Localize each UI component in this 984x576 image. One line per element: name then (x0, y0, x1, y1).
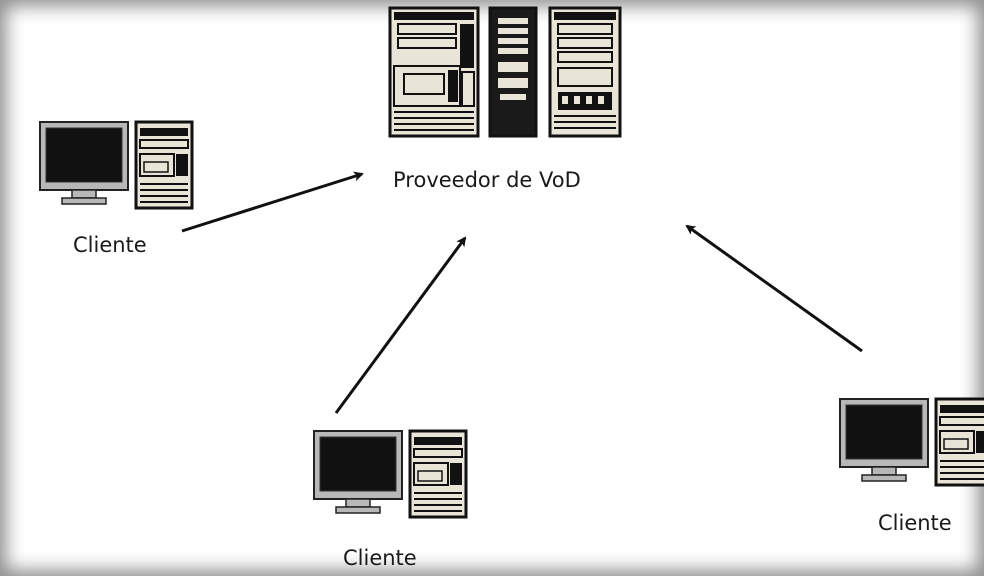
client-node-label-right: Cliente (878, 511, 952, 535)
edge-arrow-left (181, 171, 364, 233)
server-unit-1 (388, 6, 480, 138)
server-unit-2 (488, 6, 538, 138)
desktop-computer-icon (312, 429, 468, 519)
desktop-computer-icon (838, 397, 984, 487)
client-node-label-bottom: Cliente (343, 546, 417, 570)
server-unit-3 (548, 6, 622, 138)
server-node-label: Proveedor de VoD (393, 168, 581, 192)
edge-arrow-bottom (334, 236, 467, 414)
client-node-label-left: Cliente (73, 233, 147, 257)
edge-arrow-right (685, 224, 863, 353)
server-rack-icon (388, 6, 622, 138)
desktop-computer-icon (38, 120, 194, 210)
